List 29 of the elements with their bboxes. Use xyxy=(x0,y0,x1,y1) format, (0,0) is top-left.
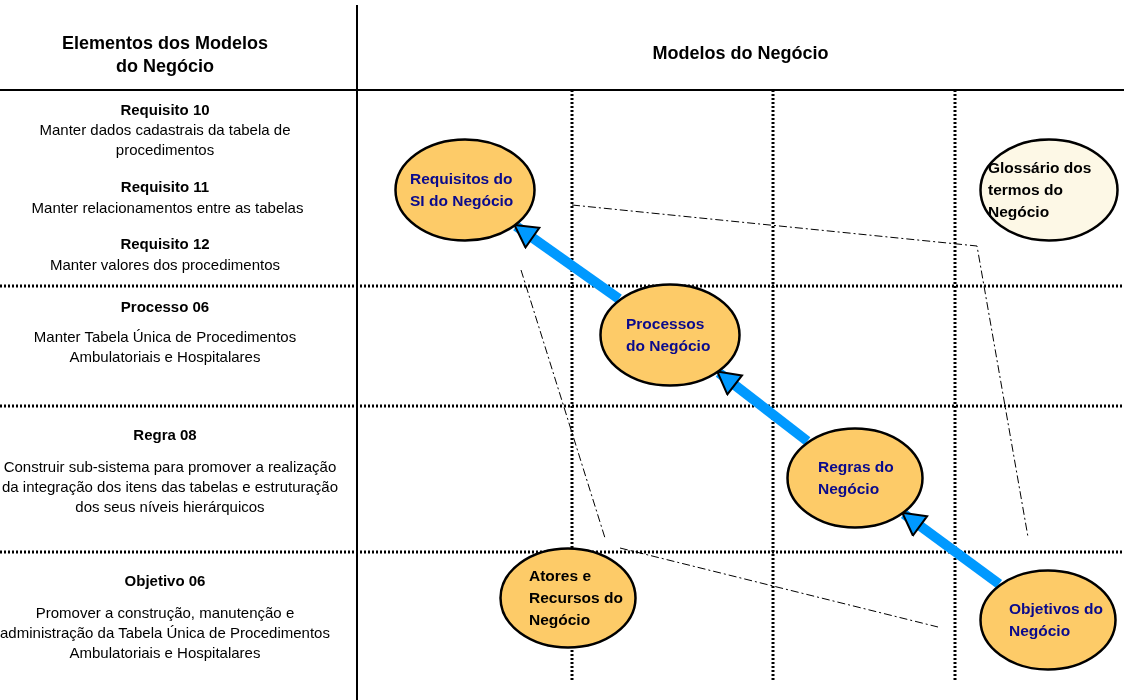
ellipse-node xyxy=(979,138,1119,242)
ellipse-node xyxy=(394,138,536,242)
cell-text: Manter Tabela Única de Procedimentos Ambulatoriais e Hospitalares xyxy=(32,327,298,367)
cell-heading: Objetivo 06 xyxy=(123,571,207,591)
ellipse-node xyxy=(786,427,924,529)
cell-heading: Processo 06 xyxy=(119,297,211,317)
node-label: Objetivos do Negócio xyxy=(1009,599,1104,641)
block-arrow xyxy=(900,509,1003,589)
cell-heading: Requisito 11 xyxy=(119,177,211,197)
cell-heading: Requisito 12 xyxy=(119,234,211,254)
cell-text: Construir sub-sistema para promover a realização da integração dos itens das tabelas e estruturação dos seus níveis hierárquicos xyxy=(0,457,340,517)
cell-text: Manter relacionamentos entre as tabelas xyxy=(30,198,305,218)
node-label: Regras do Negócio xyxy=(818,457,895,499)
cell-text: Manter dados cadastrais da tabela de procedimentos xyxy=(38,120,292,160)
ellipse-node xyxy=(499,547,637,649)
cell-text: Manter valores dos procedimentos xyxy=(48,255,282,275)
column-header: Elementos dos Modelos do Negócio xyxy=(60,32,269,78)
column-header: Modelos do Negócio xyxy=(651,42,830,65)
cell-heading: Regra 08 xyxy=(132,425,198,445)
node-label: Requisitos do SI do Negócio xyxy=(410,169,515,211)
cell-heading: Requisito 10 xyxy=(119,100,211,120)
ellipse-node xyxy=(599,283,741,387)
node-label: Atores e Recursos do Negócio xyxy=(529,566,624,630)
block-arrow xyxy=(513,222,622,303)
cell-text: Promover a construção, manutenção e administração da Tabela Única de Procedimentos Ambulatoriais e Hospitalares xyxy=(0,603,330,663)
node-label: Processos do Negócio xyxy=(626,314,712,356)
ellipse-node xyxy=(979,569,1117,671)
block-arrow xyxy=(715,368,811,446)
node-label: Glossário dos termos do Negócio xyxy=(988,158,1093,222)
